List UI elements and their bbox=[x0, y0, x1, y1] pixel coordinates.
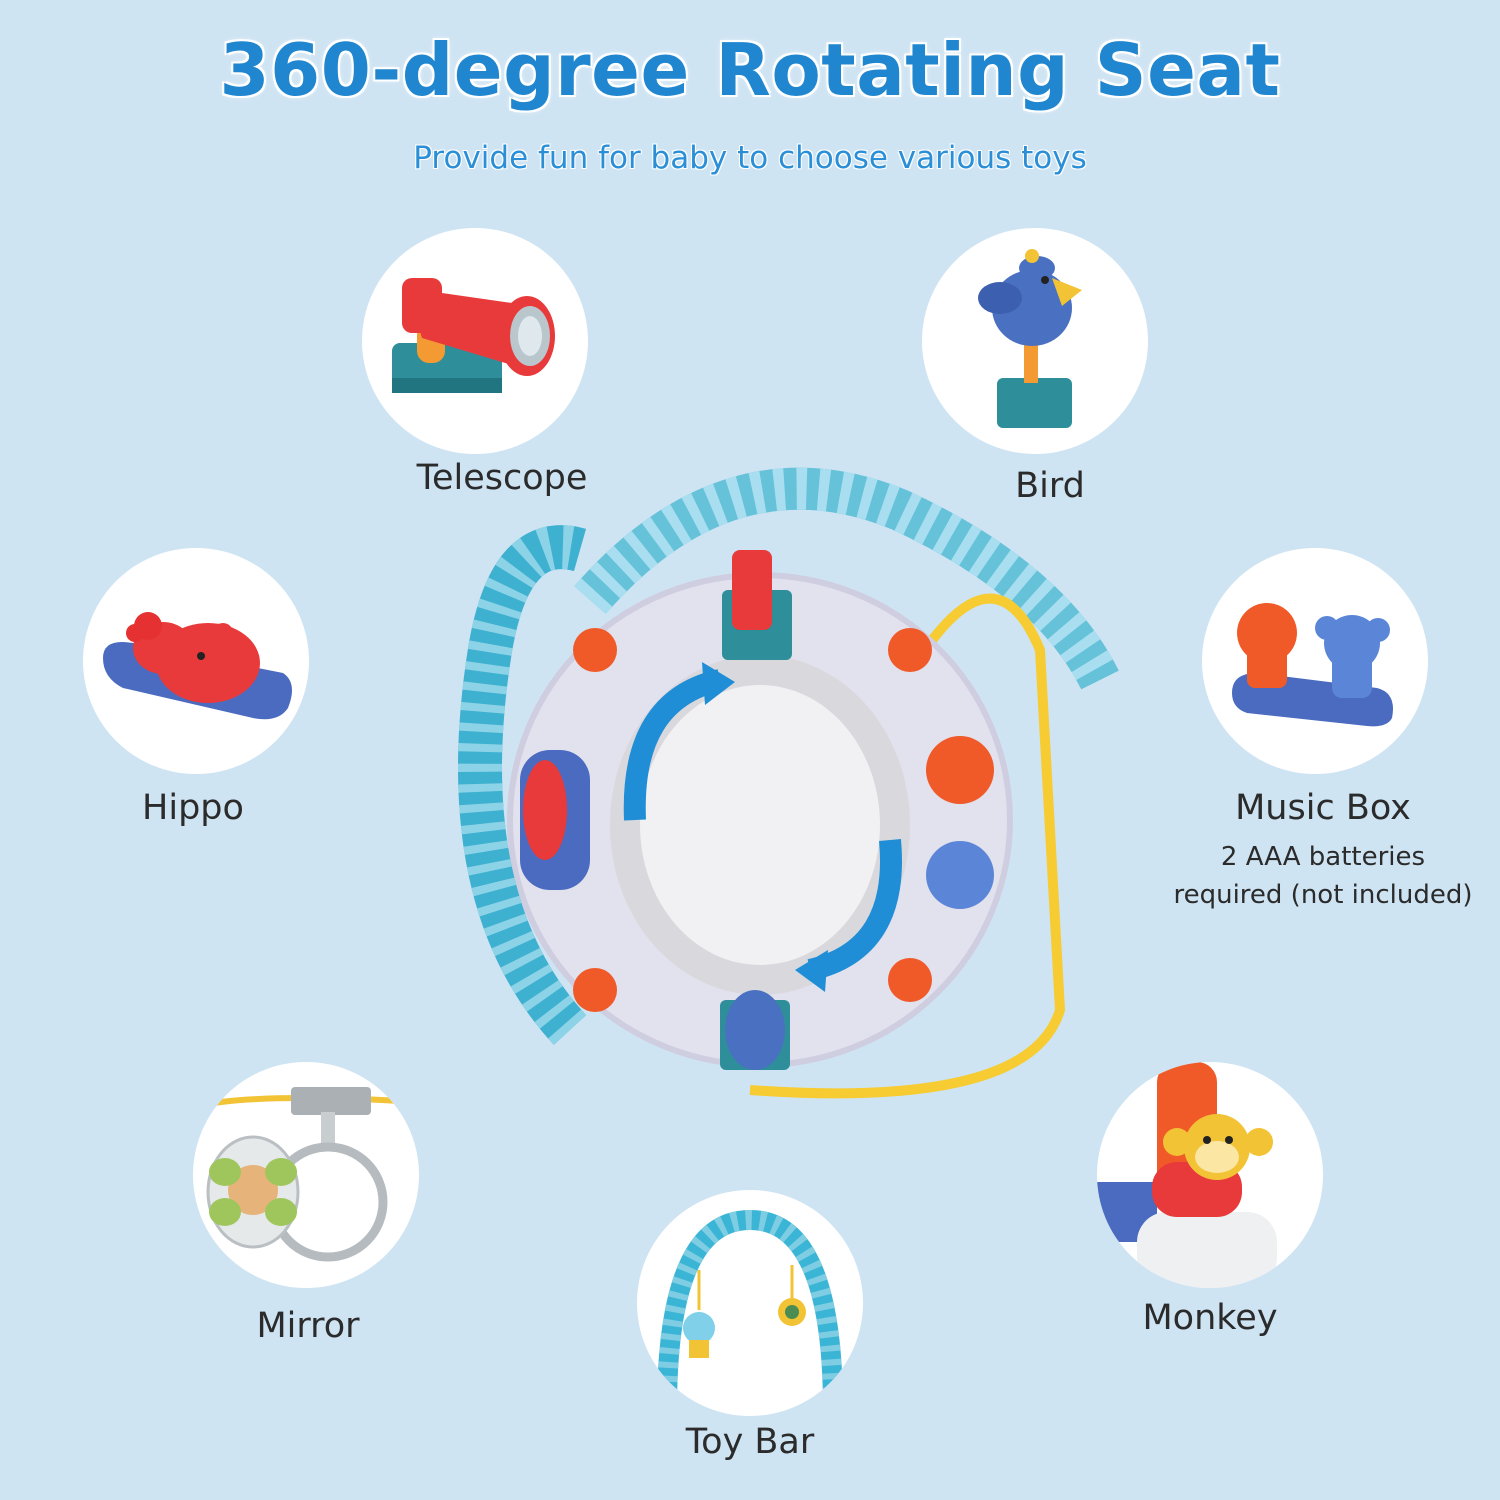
music-box-label: Music Box bbox=[1235, 788, 1411, 828]
page-subtitle: Provide fun for baby to choose various t… bbox=[413, 140, 1087, 176]
toy-bar-image bbox=[637, 1190, 863, 1416]
activity-center-icon bbox=[458, 467, 1119, 1099]
mirror-image bbox=[193, 1062, 419, 1288]
bird-image bbox=[922, 228, 1148, 454]
toy-bar-label: Toy Bar bbox=[685, 1422, 815, 1462]
music-box-note-line1: 2 AAA batteries bbox=[1220, 842, 1426, 872]
toy-bar-icon bbox=[657, 1209, 843, 1411]
hippo-label: Hippo bbox=[142, 788, 244, 828]
rotating-seat-image bbox=[430, 450, 1130, 1150]
mirror-label: Mirror bbox=[256, 1306, 360, 1346]
music-box-note-line2: required (not included) bbox=[1173, 880, 1473, 910]
monkey-label: Monkey bbox=[1142, 1298, 1278, 1338]
bird-label: Bird bbox=[1015, 466, 1085, 506]
mirror-icon bbox=[193, 1087, 419, 1262]
telescope-icon bbox=[392, 278, 555, 393]
music-box-image bbox=[1202, 548, 1428, 774]
hippo-icon bbox=[103, 612, 292, 720]
monkey-icon bbox=[1097, 1062, 1277, 1288]
telescope-image bbox=[362, 228, 588, 454]
hippo-image bbox=[83, 548, 309, 774]
page-title: 360-degree Rotating Seat bbox=[219, 28, 1281, 112]
telescope-label: Telescope bbox=[416, 458, 588, 498]
bird-icon bbox=[978, 249, 1082, 428]
monkey-image bbox=[1097, 1062, 1323, 1288]
music-box-icon bbox=[1232, 603, 1393, 727]
